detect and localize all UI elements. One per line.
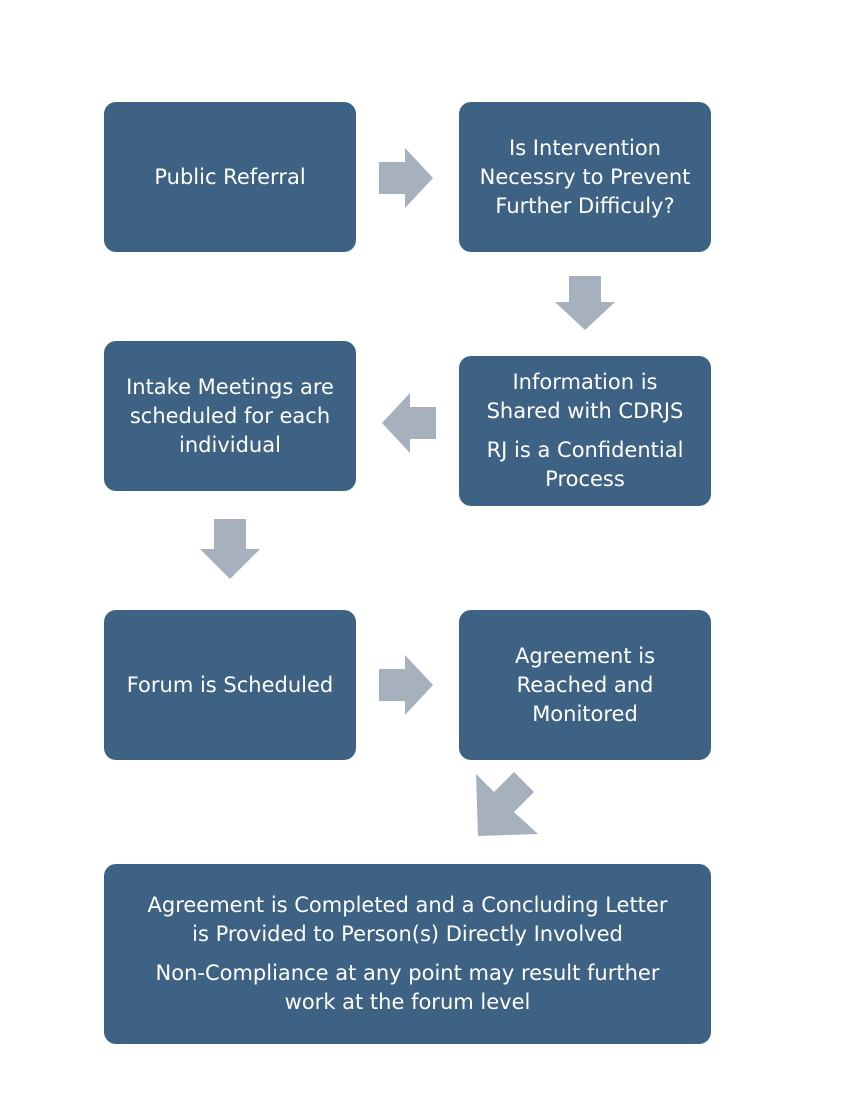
info-paragraph: Information is Shared with CDRJS [487, 368, 684, 426]
arrow-right-icon [379, 148, 433, 208]
forum-scheduled-box: Forum is Scheduled [104, 610, 356, 760]
box-text-line: Reached and [516, 672, 654, 697]
public-referral-box: Public Referral [104, 102, 356, 252]
box-text-line: Non-Compliance at any point may result f… [155, 961, 660, 985]
box-text-line: scheduled for each [129, 403, 331, 428]
box-text-line: Process [545, 467, 625, 491]
arrow-left-icon [382, 393, 436, 453]
arrow-down-icon [555, 276, 615, 330]
box-text-line: is Provided to Person(s) Directly Involv… [192, 922, 623, 946]
box-text-line: Agreement is Completed and a Concluding … [147, 893, 668, 917]
agreement-reached-box: Agreement is Reached and Monitored [459, 610, 711, 760]
box-text-line: Monitored [532, 701, 638, 726]
box-text-line: Intake Meetings are [126, 374, 334, 399]
box-text-line: Public Referral [154, 164, 306, 189]
completed-paragraph: Agreement is Completed and a Concluding … [148, 891, 668, 949]
box-text-line: RJ is a Confidential [486, 438, 684, 462]
information-shared-box: Information is Shared with CDRJS RJ is a… [459, 356, 711, 506]
arrow-right-icon [379, 655, 433, 715]
box-text-line: Forum is Scheduled [126, 672, 334, 697]
arrow-down-left-icon [474, 772, 538, 838]
agreement-completed-box: Agreement is Completed and a Concluding … [104, 864, 711, 1044]
box-text-line: Necessry to Prevent [479, 164, 691, 189]
box-text-line: Information is [512, 370, 658, 394]
box-text-line: work at the forum level [284, 990, 531, 1014]
box-text-line: Is Intervention [509, 135, 661, 160]
box-text-line: Agreement is [514, 643, 656, 668]
box-text-line: individual [179, 432, 281, 457]
arrow-down-icon [200, 519, 260, 579]
intervention-question-box: Is Intervention Necessry to Prevent Furt… [459, 102, 711, 252]
non-compliance-paragraph: Non-Compliance at any point may result f… [156, 959, 660, 1017]
box-text-line: Shared with CDRJS [486, 399, 684, 423]
intake-meetings-box: Intake Meetings are scheduled for each i… [104, 341, 356, 491]
box-text-line: Further Difficuly? [495, 193, 675, 218]
confidential-paragraph: RJ is a Confidential Process [487, 436, 684, 494]
